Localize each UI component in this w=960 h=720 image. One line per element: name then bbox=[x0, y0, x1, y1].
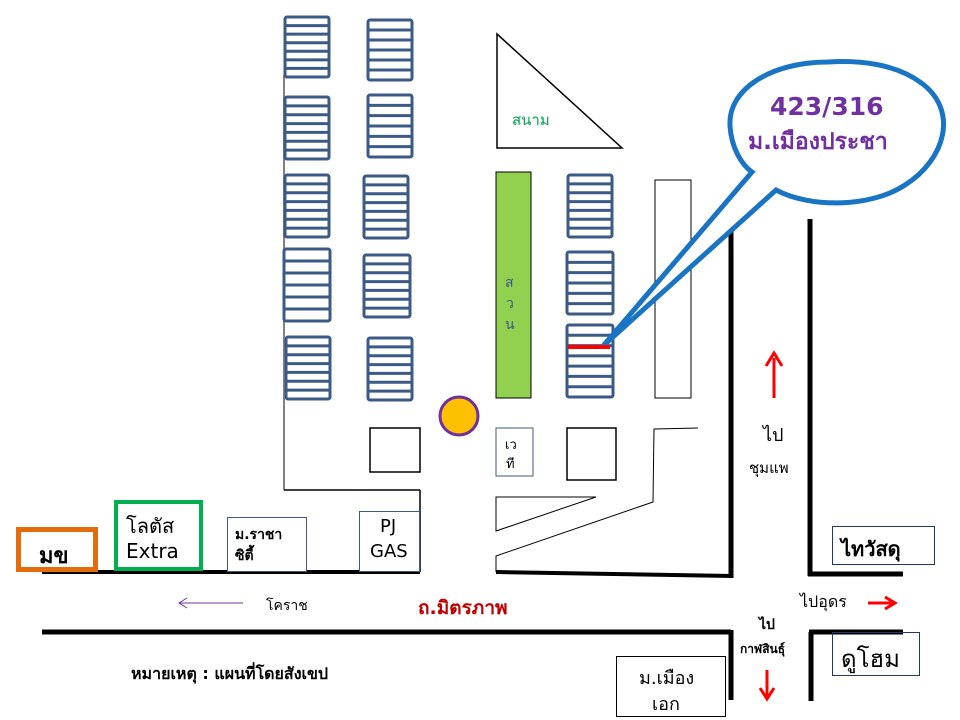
house-block bbox=[283, 15, 331, 79]
house-block bbox=[366, 18, 414, 82]
park-area bbox=[495, 171, 532, 399]
arrow-down-icon bbox=[758, 670, 776, 702]
muangek-line1: ม.เมือง bbox=[639, 668, 695, 689]
dohome-label: ดูโฮม bbox=[841, 645, 900, 673]
landmark-mk-label: มข bbox=[39, 544, 69, 569]
arrow-up-icon bbox=[764, 350, 784, 398]
landmark-mk: มข bbox=[16, 527, 98, 572]
stage-label-2: ที bbox=[506, 457, 515, 472]
house-block bbox=[565, 323, 615, 399]
main-road-label: ถ.มิตรภาพ bbox=[418, 597, 508, 619]
to-chumphae-line1: ไป bbox=[763, 425, 784, 446]
field-label: สนาม bbox=[512, 111, 550, 129]
building-square-2 bbox=[566, 427, 617, 481]
entrance-road-edge bbox=[495, 427, 699, 572]
building-square-1 bbox=[369, 427, 421, 473]
to-chumphae-line2: ชุมแพ bbox=[749, 459, 789, 477]
thaiwatsadu-label: ไทวัสดุ bbox=[841, 537, 901, 561]
house-block bbox=[366, 93, 414, 159]
circle-marker bbox=[438, 395, 480, 437]
stage-box bbox=[495, 427, 534, 477]
to-korat-label: โคราช bbox=[266, 598, 308, 614]
house-block bbox=[283, 173, 331, 239]
landmark-rachacity: ม.ราชา ซิตี้ bbox=[227, 517, 307, 572]
stage-label-1: เว bbox=[505, 438, 517, 453]
house-block bbox=[284, 335, 332, 401]
park-label-2: ว bbox=[506, 296, 514, 312]
field-area bbox=[496, 32, 624, 149]
arrow-right-icon bbox=[868, 595, 898, 611]
arrow-left-icon bbox=[178, 597, 243, 609]
lotus-line2: Extra bbox=[126, 539, 179, 563]
house-block bbox=[362, 253, 412, 319]
map-note: หมายเหตุ : แผนที่โดยสังเขป bbox=[131, 664, 329, 683]
to-kalasin-line2: กาฬสินธุ์ bbox=[740, 642, 786, 656]
to-kalasin-line1: ไป bbox=[759, 617, 775, 633]
house-block bbox=[282, 247, 332, 323]
frontage-road-mid bbox=[495, 570, 734, 578]
park-label-3: น bbox=[505, 317, 515, 333]
house-block bbox=[362, 174, 410, 240]
muangek-line2: เอก bbox=[652, 694, 680, 715]
to-udon-label: ไปอุดร bbox=[800, 592, 847, 611]
house-block bbox=[565, 250, 615, 316]
house-block bbox=[283, 95, 331, 161]
house-blocks bbox=[282, 15, 615, 402]
house-block bbox=[366, 336, 414, 402]
landmark-thaiwatsadu: ไทวัสดุ bbox=[832, 526, 935, 565]
park-label-1: ส bbox=[505, 275, 514, 291]
rachacity-line1: ม.ราชา bbox=[235, 527, 283, 543]
house-block bbox=[566, 173, 614, 239]
pj-line2: GAS bbox=[370, 541, 408, 562]
landmark-dohome: ดูโฮม bbox=[832, 632, 920, 676]
landmark-pj-gas: PJ GAS bbox=[359, 511, 420, 572]
wedge-island bbox=[495, 496, 597, 532]
lotus-line1: โลตัส bbox=[126, 514, 175, 538]
pj-line1: PJ bbox=[380, 516, 397, 537]
landmark-lotus-extra: โลตัส Extra bbox=[114, 500, 203, 571]
address-number: 423/316 bbox=[770, 92, 884, 121]
landmark-muangek: ม.เมือง เอก bbox=[616, 656, 726, 717]
address-callout-bubble bbox=[601, 59, 946, 348]
address-village: ม.เมืองประชา bbox=[748, 129, 888, 155]
rachacity-line2: ซิตี้ bbox=[235, 548, 254, 564]
